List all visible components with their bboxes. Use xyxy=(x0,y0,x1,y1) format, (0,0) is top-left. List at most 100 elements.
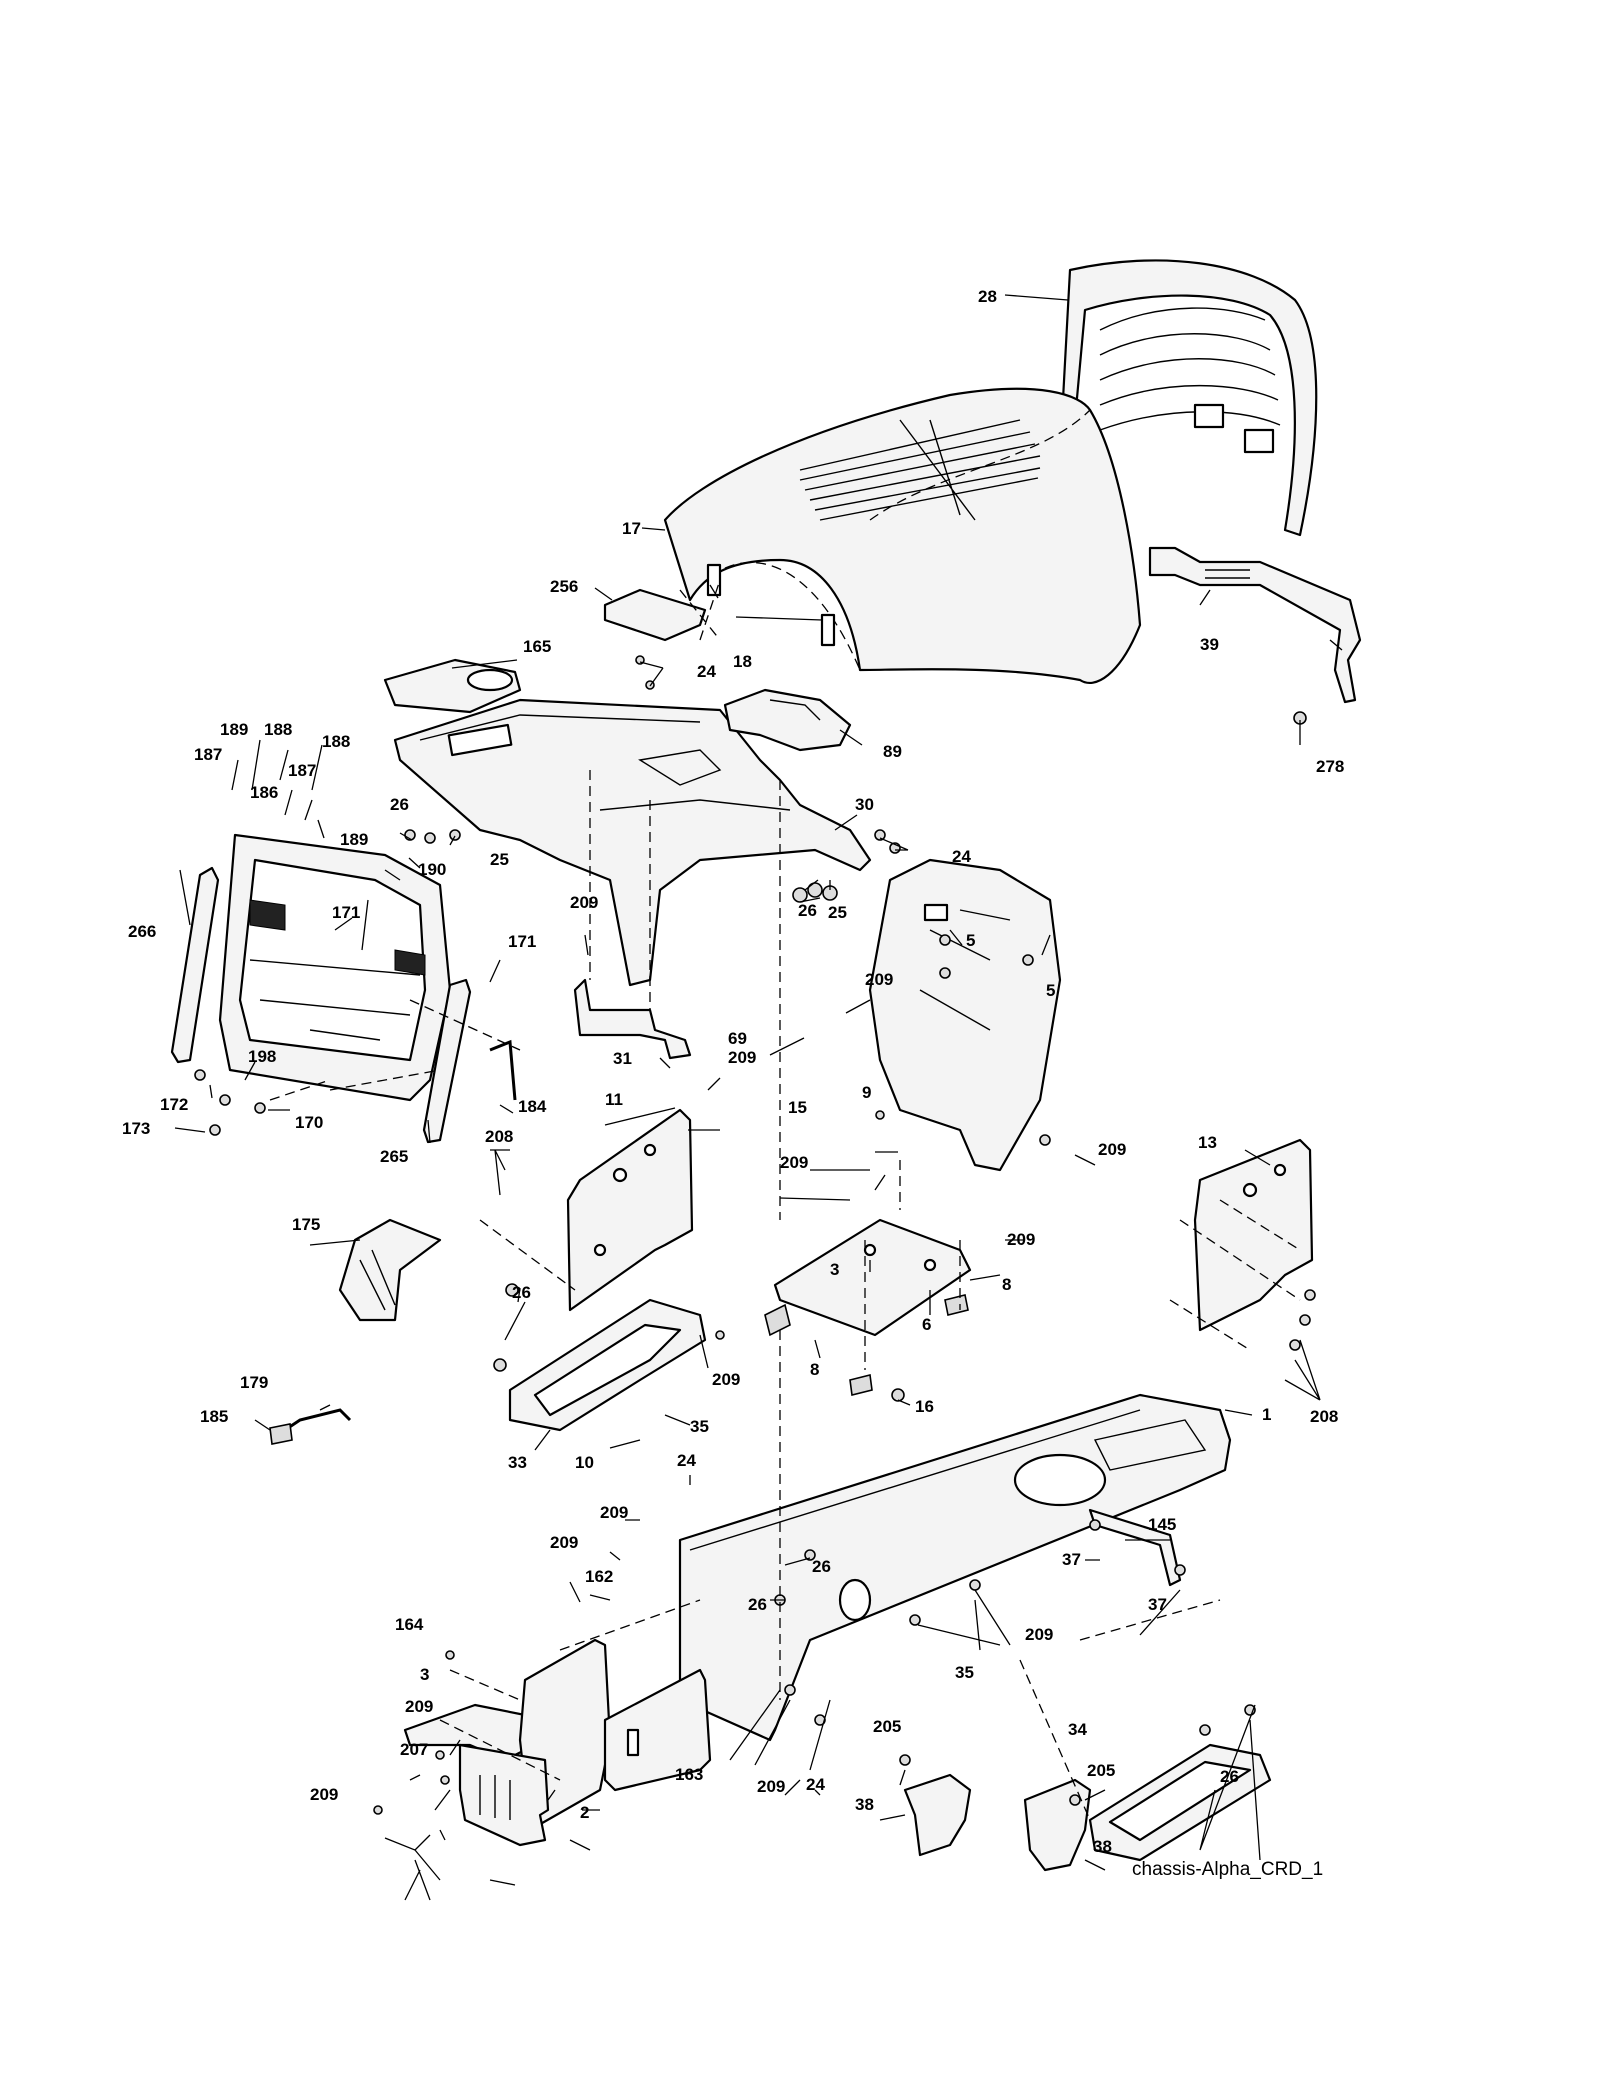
callout-164: 164 xyxy=(395,1615,424,1634)
callout-256: 256 xyxy=(550,577,578,596)
callout-37: 37 xyxy=(1062,1550,1081,1569)
callout-31: 31 xyxy=(613,1049,632,1068)
part-34-footrest xyxy=(1088,1743,1272,1862)
callout-3: 3 xyxy=(830,1260,839,1279)
callout-24: 24 xyxy=(952,847,971,866)
part-9-cover xyxy=(868,858,1062,1172)
callout-209: 209 xyxy=(550,1533,578,1552)
part-185-clip xyxy=(269,1423,293,1445)
callout-25: 25 xyxy=(490,850,509,869)
callout-184: 184 xyxy=(518,1097,547,1116)
callout-35: 35 xyxy=(955,1663,974,1682)
callout-162: 162 xyxy=(585,1567,613,1586)
part-179-rod xyxy=(284,1408,352,1432)
callout-278: 278 xyxy=(1316,757,1344,776)
callout-8: 8 xyxy=(1002,1275,1011,1294)
part-17-hood xyxy=(663,387,1142,685)
part-31-bracket xyxy=(573,978,692,1060)
part-256-cover xyxy=(603,588,707,642)
callout-198: 198 xyxy=(248,1047,276,1066)
callout-10: 10 xyxy=(575,1453,594,1472)
callout-171: 171 xyxy=(508,932,536,951)
callout-15: 15 xyxy=(788,1098,807,1117)
callout-209: 209 xyxy=(728,1048,756,1067)
callout-26: 26 xyxy=(748,1595,767,1614)
part-33-footrest xyxy=(508,1298,707,1432)
callout-26: 26 xyxy=(390,795,409,814)
callout-209: 209 xyxy=(600,1503,628,1522)
callout-26: 26 xyxy=(512,1283,531,1302)
callout-209: 209 xyxy=(1007,1230,1035,1249)
callout-69: 69 xyxy=(728,1029,747,1048)
callout-185: 185 xyxy=(200,1407,228,1426)
callout-190: 190 xyxy=(418,860,446,879)
callout-208: 208 xyxy=(1310,1407,1338,1426)
callout-188: 188 xyxy=(264,720,292,739)
callout-39: 39 xyxy=(1200,635,1219,654)
callout-188: 188 xyxy=(322,732,350,751)
part-184-rod xyxy=(489,1039,517,1101)
part-30-dash-fender xyxy=(393,698,872,987)
callout-26: 26 xyxy=(798,901,817,920)
callout-16: 16 xyxy=(915,1397,934,1416)
callout-209: 209 xyxy=(865,970,893,989)
callout-165: 165 xyxy=(523,637,551,656)
callout-266: 266 xyxy=(128,922,156,941)
callout-26: 26 xyxy=(1220,1767,1239,1786)
part-39-hood-bracket xyxy=(1148,546,1362,704)
callout-33: 33 xyxy=(508,1453,527,1472)
callout-labels: 28 17 256 18 165 24 39 278 89 30 24 189 … xyxy=(122,287,1344,1856)
callout-8: 8 xyxy=(810,1360,819,1379)
part-11-side-plate xyxy=(566,1108,694,1312)
callout-6: 6 xyxy=(922,1315,931,1334)
callout-209: 209 xyxy=(1098,1140,1126,1159)
callout-187: 187 xyxy=(288,761,316,780)
callout-24: 24 xyxy=(806,1775,825,1794)
callout-187: 187 xyxy=(194,745,222,764)
diagram-caption: chassis-Alpha_CRD_1 xyxy=(1132,1859,1323,1880)
callout-205: 205 xyxy=(1087,1761,1115,1780)
callout-3: 3 xyxy=(420,1665,429,1684)
callout-172: 172 xyxy=(160,1095,188,1114)
callout-30: 30 xyxy=(855,795,874,814)
callout-1: 1 xyxy=(1262,1405,1271,1424)
callout-163: 163 xyxy=(675,1765,703,1784)
callout-205: 205 xyxy=(873,1717,901,1736)
leader-lines xyxy=(174,294,1321,1901)
part-266-strip xyxy=(170,866,220,1064)
callout-28: 28 xyxy=(978,287,997,306)
callout-35: 35 xyxy=(690,1417,709,1436)
callout-209: 209 xyxy=(405,1697,433,1716)
callout-11: 11 xyxy=(605,1090,623,1109)
callout-179: 179 xyxy=(240,1373,268,1392)
callout-2: 2 xyxy=(580,1803,589,1822)
part-175-shield xyxy=(338,1218,442,1322)
part-13-side-plate xyxy=(1193,1138,1314,1332)
callout-207: 207 xyxy=(400,1740,428,1759)
callout-209: 209 xyxy=(757,1777,785,1796)
part-28-front-grille xyxy=(1060,259,1318,537)
callout-5: 5 xyxy=(966,931,975,950)
callout-17: 17 xyxy=(622,519,641,538)
callout-265: 265 xyxy=(380,1147,408,1166)
part-170-panel xyxy=(218,833,452,1102)
callout-38: 38 xyxy=(855,1795,874,1814)
callout-209: 209 xyxy=(780,1153,808,1172)
part-38-bracket-right xyxy=(1023,1778,1092,1872)
part-2-front-bracket xyxy=(458,1743,550,1847)
callout-9: 9 xyxy=(862,1083,871,1102)
alignment-lines xyxy=(269,579,1301,1821)
callout-208: 208 xyxy=(485,1127,513,1146)
part-8-clip xyxy=(764,1294,969,1396)
callout-25: 25 xyxy=(828,903,847,922)
callout-186: 186 xyxy=(250,783,278,802)
part-6-plate xyxy=(773,1218,972,1337)
callout-38: 38 xyxy=(1093,1837,1112,1856)
callout-189: 189 xyxy=(340,830,368,849)
callout-13: 13 xyxy=(1198,1133,1217,1152)
callout-145: 145 xyxy=(1148,1515,1176,1534)
callout-171: 171 xyxy=(332,903,360,922)
callout-209: 209 xyxy=(1025,1625,1053,1644)
callout-26: 26 xyxy=(812,1557,831,1576)
